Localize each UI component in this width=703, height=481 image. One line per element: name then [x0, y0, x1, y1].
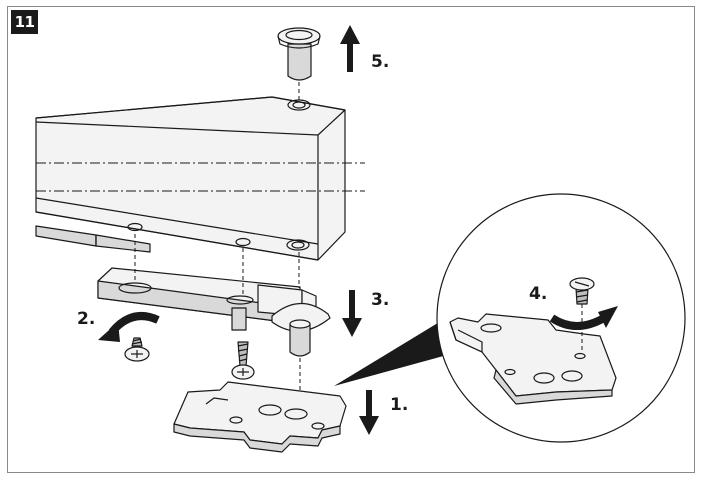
detail-view — [436, 193, 686, 443]
screw-icon — [124, 337, 150, 362]
rotate-arrow-icon — [98, 312, 160, 342]
step-5-label: 5. — [371, 52, 390, 72]
step-1-label: 1. — [390, 395, 409, 415]
cabinet-rail — [35, 96, 365, 261]
arrow-down-icon — [342, 290, 362, 337]
arrow-up-icon — [340, 25, 360, 72]
arrow-down-icon — [359, 390, 379, 435]
detail-callout-pointer — [334, 318, 458, 386]
screw-icon — [231, 341, 255, 380]
bushing-cap — [277, 27, 321, 100]
step-3-label: 3. — [371, 290, 390, 310]
step-4-label: 4. — [529, 284, 548, 304]
hinge-bracket — [97, 234, 331, 390]
base-plate — [173, 381, 347, 453]
rotate-arrow-icon — [549, 306, 618, 330]
figure-frame — [7, 6, 695, 473]
step-number-badge: 11 — [11, 10, 38, 34]
step-2-label: 2. — [77, 309, 96, 329]
